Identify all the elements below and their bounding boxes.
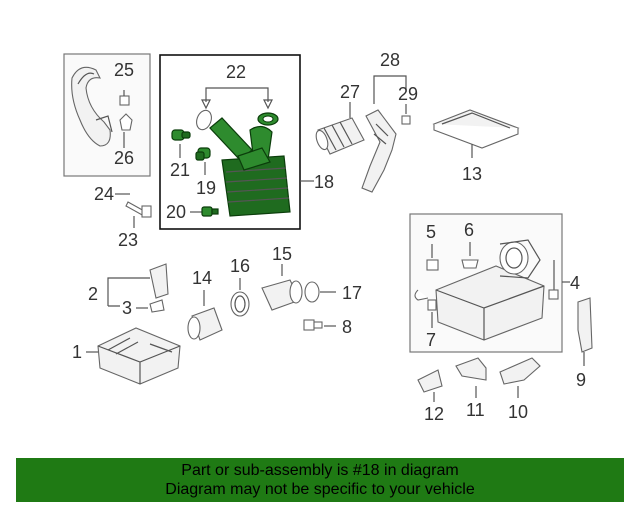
callout-3: 3 bbox=[122, 298, 132, 318]
callout-27: 27 bbox=[340, 82, 360, 102]
callout-22: 22 bbox=[226, 62, 246, 82]
throttle-hose-15-part bbox=[261, 279, 303, 311]
part-info-banner: Part or sub-assembly is #18 in diagram D… bbox=[16, 458, 624, 502]
banner-line-1: Part or sub-assembly is #18 in diagram bbox=[181, 462, 459, 479]
callout-2: 2 bbox=[88, 284, 98, 304]
bracket-11-part bbox=[455, 357, 487, 381]
air-box-1-part bbox=[97, 327, 181, 385]
callout-10: 10 bbox=[508, 402, 528, 422]
hose-clip-7-part bbox=[414, 289, 437, 311]
callout-9: 9 bbox=[576, 370, 586, 390]
mount-6-part bbox=[461, 259, 479, 269]
bracket-2-part bbox=[149, 263, 169, 299]
air-cleaner-housing-part bbox=[435, 239, 545, 341]
bolt-part bbox=[119, 113, 133, 131]
airflow-sensor-14-part bbox=[187, 307, 223, 341]
clamp-17-part bbox=[304, 281, 320, 303]
callout-14: 14 bbox=[192, 268, 212, 288]
callout-23: 23 bbox=[118, 230, 138, 250]
bracket-9-part bbox=[577, 297, 593, 353]
grommet-21-part bbox=[171, 129, 191, 141]
bracket-10-part bbox=[499, 357, 541, 385]
callout-5: 5 bbox=[426, 222, 436, 242]
callout-17: 17 bbox=[342, 283, 362, 303]
callout-26: 26 bbox=[114, 148, 134, 168]
callout-8: 8 bbox=[342, 317, 352, 337]
clamp-16-part bbox=[230, 291, 250, 317]
callout-18: 18 bbox=[314, 172, 334, 192]
callout-15: 15 bbox=[272, 244, 292, 264]
callout-4: 4 bbox=[570, 273, 580, 293]
callout-25: 25 bbox=[114, 60, 134, 80]
intake-hose-27-part bbox=[315, 117, 365, 155]
air-duct-part bbox=[71, 66, 113, 147]
callout-24: 24 bbox=[94, 184, 114, 204]
callout-13: 13 bbox=[462, 164, 482, 184]
clip-part bbox=[119, 90, 130, 106]
callout-19: 19 bbox=[196, 178, 216, 198]
bracket-12-part bbox=[417, 369, 443, 393]
resonator-assembly-part bbox=[209, 117, 291, 217]
clamp-3-part bbox=[149, 299, 165, 313]
callout-11: 11 bbox=[466, 400, 485, 420]
callout-16: 16 bbox=[230, 256, 250, 276]
callout-21: 21 bbox=[170, 160, 190, 180]
callout-1: 1 bbox=[72, 342, 82, 362]
callout-28: 28 bbox=[380, 50, 400, 70]
air-filter-13-part bbox=[432, 109, 520, 149]
banner-line-2: Diagram may not be specific to your vehi… bbox=[165, 481, 475, 498]
bolt-23-part bbox=[125, 201, 152, 218]
screw-8-part bbox=[303, 319, 323, 331]
screw-20-part bbox=[201, 206, 219, 217]
callout-7: 7 bbox=[426, 330, 436, 350]
callout-20: 20 bbox=[166, 202, 186, 222]
callout-12: 12 bbox=[424, 404, 444, 424]
seal-ring-part bbox=[196, 109, 279, 131]
clip-29-part bbox=[401, 115, 411, 125]
callout-29: 29 bbox=[398, 84, 418, 104]
grommet-19-part bbox=[195, 147, 211, 161]
mount-5-part bbox=[426, 259, 439, 271]
callout-6: 6 bbox=[464, 220, 474, 240]
intake-duct-28-part bbox=[361, 109, 397, 193]
